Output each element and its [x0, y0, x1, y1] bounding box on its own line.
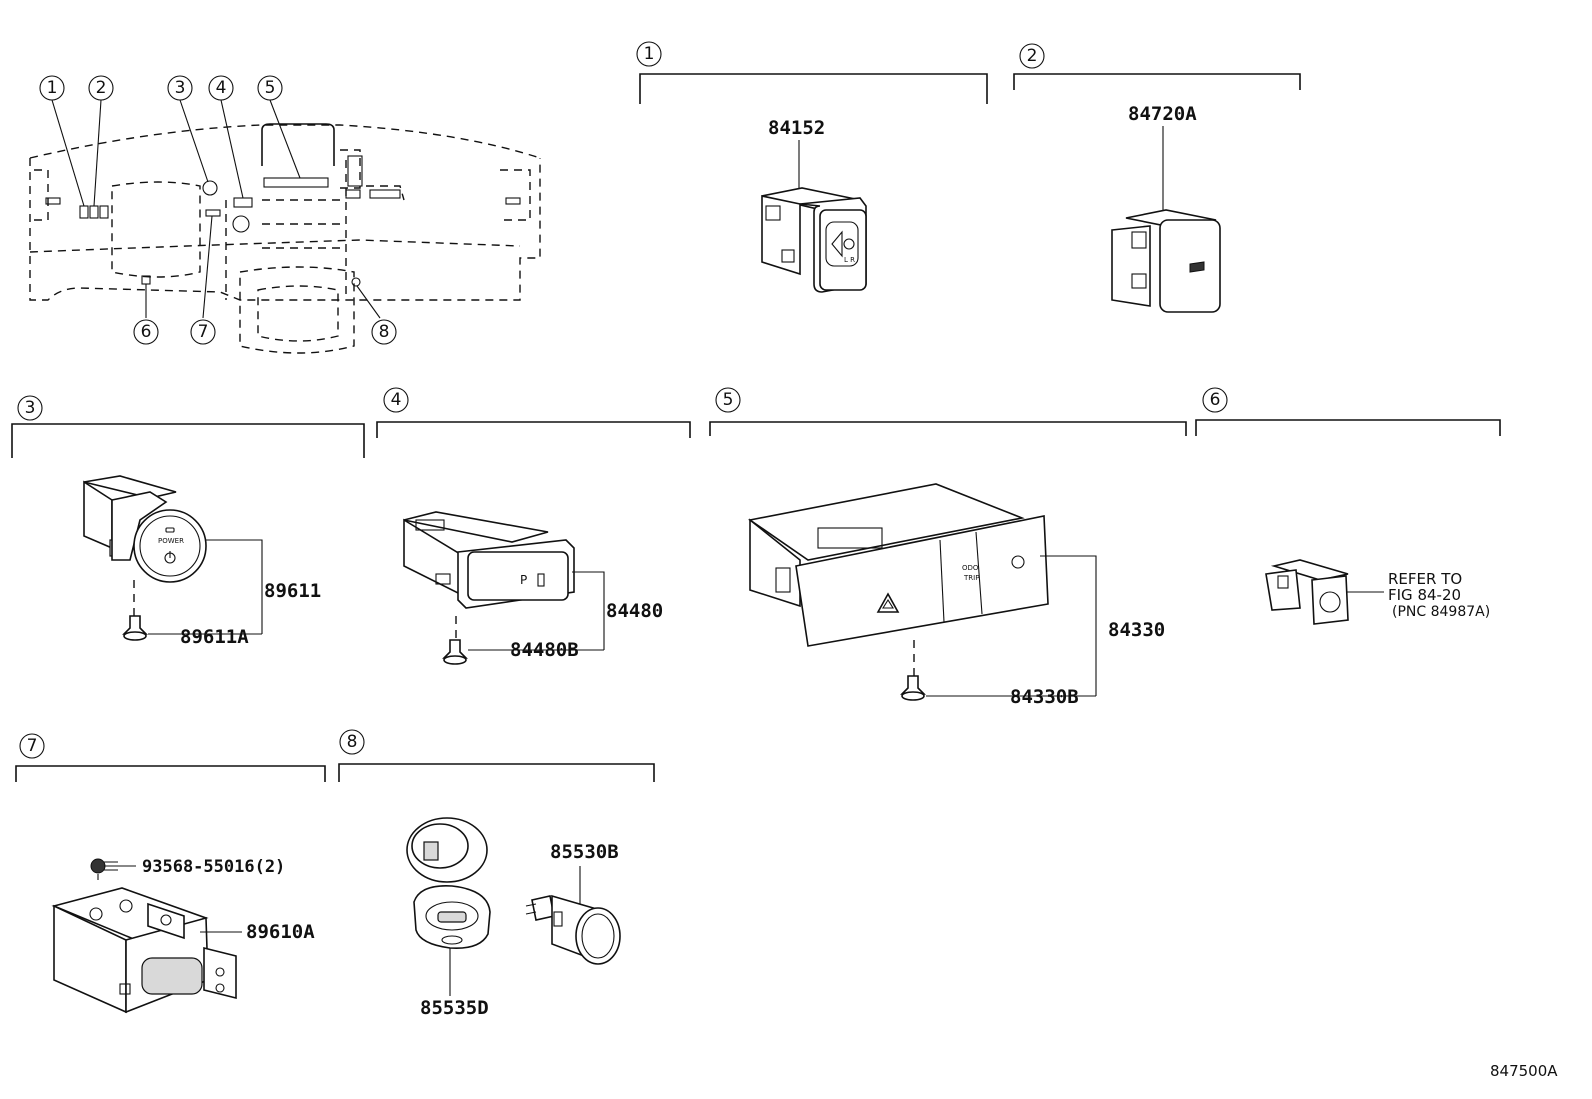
overview-callout-6: 6	[141, 322, 152, 342]
refer-note-line-2: FIG 84-20	[1388, 586, 1461, 604]
trip-text: TRIP	[963, 574, 979, 582]
overview-callout-8: 8	[379, 322, 390, 342]
switch-6	[1265, 559, 1349, 625]
part-label-89611A: 89611A	[180, 626, 249, 648]
odo-text: ODO	[962, 564, 979, 572]
section-callout-1: 1	[644, 44, 655, 64]
section-callout-8: 8	[347, 732, 358, 752]
section-callout-6: 6	[1210, 390, 1221, 410]
dashboard-overview	[29, 99, 541, 354]
socket-plug-85530B	[525, 894, 621, 965]
overview-callout-5: 5	[265, 78, 276, 98]
section-callout-3: 3	[25, 398, 36, 418]
part-label-85530B: 85530B	[550, 841, 619, 863]
screw-93568	[90, 858, 136, 880]
switch-location-7	[205, 209, 221, 217]
switch-location-4	[233, 197, 253, 208]
section-5: 5 ODO TRIP 84330 84330B	[709, 387, 1187, 708]
part-label-84330: 84330	[1108, 619, 1165, 641]
part-label-84720A: 84720A	[1128, 103, 1197, 125]
section-7: 7 93568-55016(2) 89610A	[15, 733, 326, 1014]
overview-callouts: 1 2 3 4 5 6 7 8	[39, 75, 397, 345]
part-label-84480: 84480	[606, 600, 663, 622]
switch-location-2	[89, 205, 99, 219]
section-1: 1 84152 L R	[636, 41, 988, 293]
power-button-text: POWER	[158, 537, 184, 545]
part-label-84330B: 84330B	[1010, 686, 1079, 708]
refer-note-line-3: (PNC 84987A)	[1392, 604, 1490, 620]
clip-89611A	[122, 615, 148, 641]
switch-location-3	[202, 180, 218, 196]
figure-id: 847500A	[1490, 1062, 1558, 1080]
mirror-switch-84152: L R	[761, 187, 867, 293]
overview-callout-3: 3	[175, 78, 186, 98]
overview-callout-4: 4	[216, 78, 227, 98]
section-3: 3 POWER 89611 89611A	[11, 395, 365, 648]
refer-note-line-1: REFER TO	[1388, 570, 1462, 588]
section-callout-5: 5	[723, 390, 734, 410]
receiver-89610A	[51, 887, 237, 1014]
section-4: 4 P 84480 84480B	[376, 387, 691, 665]
park-switch-84480: P	[403, 511, 575, 609]
section-8: 8 85535D 85530B	[338, 729, 655, 1019]
section-6: 6 REFER TO FIG 84-20 (PNC 84987A)	[1195, 387, 1501, 625]
switch-location-8	[351, 277, 361, 287]
part-label-84480B: 84480B	[510, 639, 579, 661]
overview-callout-2: 2	[96, 78, 107, 98]
park-switch-text: P	[520, 573, 527, 587]
part-label-89610A: 89610A	[246, 921, 315, 943]
clip-84480B	[442, 639, 468, 665]
part-label-93568-55016: 93568-55016(2)	[142, 857, 285, 877]
clip-84330B	[900, 675, 926, 701]
section-callout-7: 7	[27, 736, 38, 756]
switch-location-1	[79, 205, 89, 219]
part-label-85535D: 85535D	[420, 997, 489, 1019]
overview-callout-1: 1	[47, 78, 58, 98]
blank-switch-84720A	[1111, 209, 1221, 313]
overview-callout-7: 7	[198, 322, 209, 342]
part-label-89611: 89611	[264, 580, 321, 602]
part-label-84152: 84152	[768, 117, 825, 139]
socket-cap-85535D	[406, 817, 491, 950]
hazard-switch-84330: ODO TRIP	[747, 483, 1049, 647]
section-2: 2 84720A	[1013, 43, 1301, 313]
svg-text:L R: L R	[844, 256, 855, 264]
power-switch-89611: POWER	[83, 475, 207, 583]
section-callout-2: 2	[1027, 46, 1038, 66]
section-callout-4: 4	[391, 390, 402, 410]
